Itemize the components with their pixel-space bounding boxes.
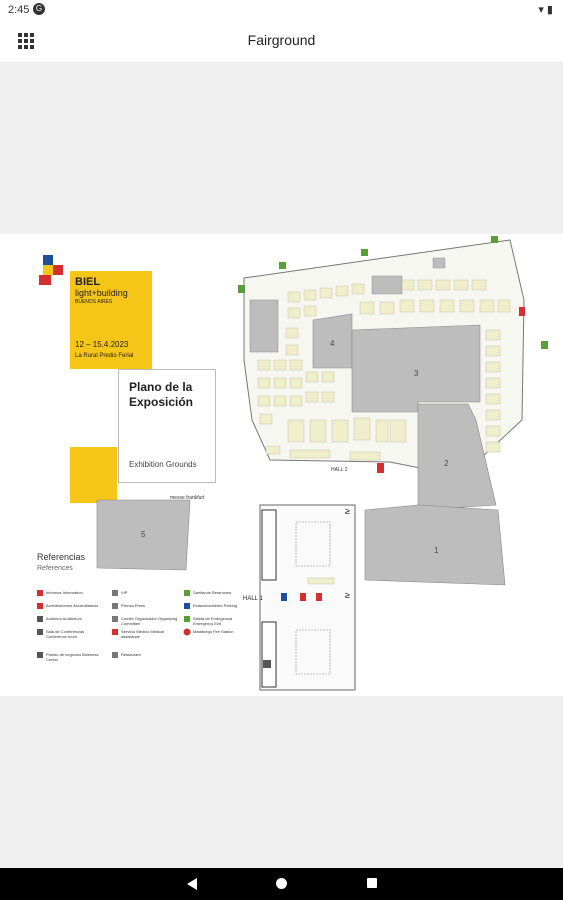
ref-auditorium: Auditorio Auditorium: [46, 616, 82, 621]
brand-subtitle: light+building: [75, 288, 128, 298]
exit-marker: [491, 236, 498, 243]
exit-marker: [238, 285, 245, 293]
ref-information: Informes Information: [46, 590, 83, 595]
exit-marker: [279, 262, 286, 269]
hall-label-3: 3: [414, 369, 419, 378]
info-marker: [519, 307, 525, 316]
home-icon[interactable]: [276, 878, 287, 889]
ref-business-center: Puesto de negocios Business Center: [46, 652, 99, 662]
messe-frankfurt-label: messe frankfurt: [170, 495, 205, 501]
ref-emergency-exit: Salida de Emergencia Emergency Exit: [193, 616, 233, 626]
references-title: Referencias: [37, 552, 86, 562]
hall-2-label: HALL 2: [331, 467, 348, 473]
status-time: 2:45: [8, 4, 30, 16]
wifi-battery-icon: ▾ ▮: [538, 4, 553, 16]
ref-fire-station: Matafuego Fire Station: [193, 629, 234, 634]
reference-icons: [37, 590, 191, 658]
references-subtitle: References: [37, 565, 73, 572]
plan-title: Plano de la Exposición: [129, 380, 194, 409]
hall-1-label: HALL 1: [243, 596, 263, 602]
messe-logo-icon: [39, 255, 63, 285]
ref-press: Prensa Press: [121, 603, 146, 608]
hall-2-shape: [417, 403, 497, 511]
hall-5-shape: [96, 499, 191, 571]
event-venue: La Rural Predio Ferial: [75, 353, 134, 359]
hall-label-2: 2: [444, 459, 449, 468]
hall-3-shape: [351, 324, 481, 413]
ref-parking: Estacionamiento Parking: [193, 603, 238, 608]
ref-conference-room: Sala de Conferencias Conference room: [46, 629, 85, 639]
hall-label-1: 1: [434, 546, 439, 555]
exit-marker: [361, 249, 368, 256]
note-box: [70, 447, 117, 503]
hall-label-4: 4: [330, 339, 335, 348]
page-title: Fairground: [247, 32, 316, 48]
ref-medical-assistance: Servicio Médico Medical assistance: [121, 629, 165, 639]
event-dates: 12 – 15.4.2023: [75, 340, 129, 349]
grid-icon[interactable]: [18, 33, 34, 49]
hall-label-5: 5: [141, 530, 146, 539]
exit-marker: [541, 341, 548, 349]
recent-apps-icon[interactable]: [367, 878, 377, 888]
svg-text:≥: ≥: [345, 506, 350, 516]
stand-grid: [257, 279, 511, 461]
brand-name: BIEL: [75, 276, 101, 288]
info-marker: [377, 463, 384, 473]
hall-1-shape: [364, 504, 506, 586]
status-bar: 2:45 G ▾ ▮: [0, 0, 563, 22]
ref-accreditations: Acreditaciones Accreditations: [46, 603, 99, 608]
plan-subtitle: Exhibition Grounds: [129, 460, 197, 469]
ref-organizing-committee: Comité Organizador Organizing Committee: [121, 616, 178, 626]
ref-restrooms: Sanitarios Restrooms: [193, 590, 232, 595]
event-brand: BIEL light+building BUENOS AIRES 12 – 15…: [70, 271, 152, 369]
ref-vip: VIP: [121, 590, 128, 595]
svg-text:≥: ≥: [345, 590, 350, 600]
brand-city: BUENOS AIRES: [75, 299, 113, 305]
back-icon[interactable]: [187, 878, 197, 890]
auditorium-block: [249, 299, 279, 353]
g-icon: G: [33, 3, 45, 15]
app-bar: Fairground: [0, 22, 563, 63]
ref-restaurant: Restaurant: [121, 652, 141, 657]
plan-info-box: Plano de la Exposición Exhibition Ground…: [118, 369, 216, 483]
